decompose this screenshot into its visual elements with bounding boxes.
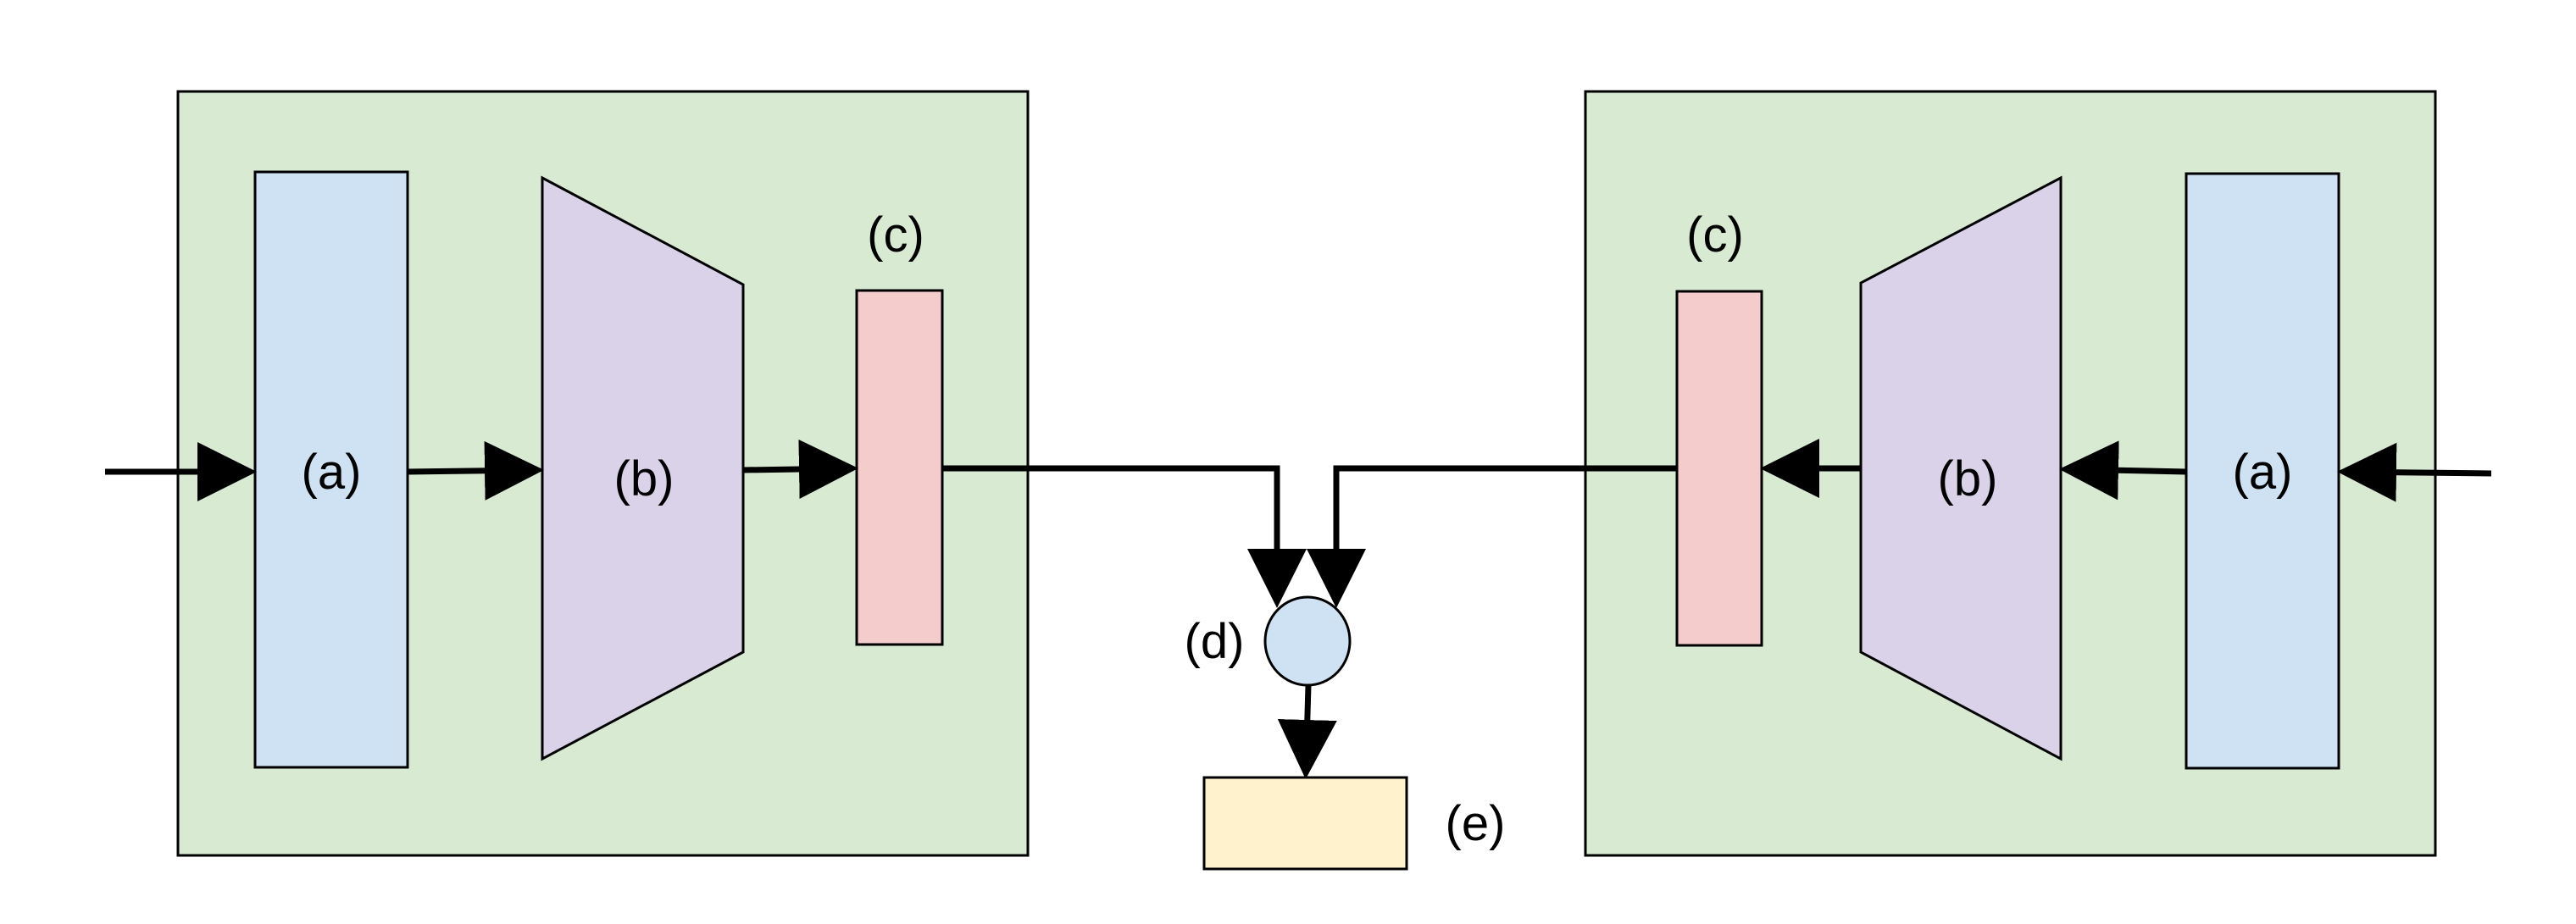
right-input-arrow (2337, 442, 2492, 502)
merge-node-d-label: (d) (1185, 614, 1245, 669)
right-block-a-label: (a) (2233, 445, 2293, 500)
right-block-c (1675, 290, 1763, 647)
d-to-e-arrow (1277, 684, 1337, 779)
output-box-e-label: (e) (1446, 796, 1506, 851)
merge-node-d (1263, 595, 1352, 687)
left-a-to-b-arrow (407, 440, 544, 501)
right-block-a (2185, 172, 2340, 770)
left-block-c (855, 289, 944, 646)
left-block-c-label: (c) (867, 207, 924, 263)
right-a-to-b-arrow (2059, 440, 2187, 501)
right-block-b (1859, 175, 2062, 761)
left-module: (a) (b) (c) (176, 90, 1030, 857)
right-block-b-label: (b) (1938, 451, 1998, 506)
left-block-a (253, 170, 409, 769)
output-box-e (1202, 776, 1408, 871)
right-block-c-label: (c) (1686, 207, 1744, 263)
right-c-to-d-connector (1307, 465, 1677, 608)
right-module: (a) (b) (c) (1584, 90, 2437, 857)
left-b-to-c-arrow (742, 439, 858, 499)
left-c-to-d-connector (942, 465, 1307, 608)
left-block-b-label: (b) (614, 451, 675, 506)
left-block-a-label: (a) (302, 445, 362, 500)
left-block-b (541, 175, 745, 761)
